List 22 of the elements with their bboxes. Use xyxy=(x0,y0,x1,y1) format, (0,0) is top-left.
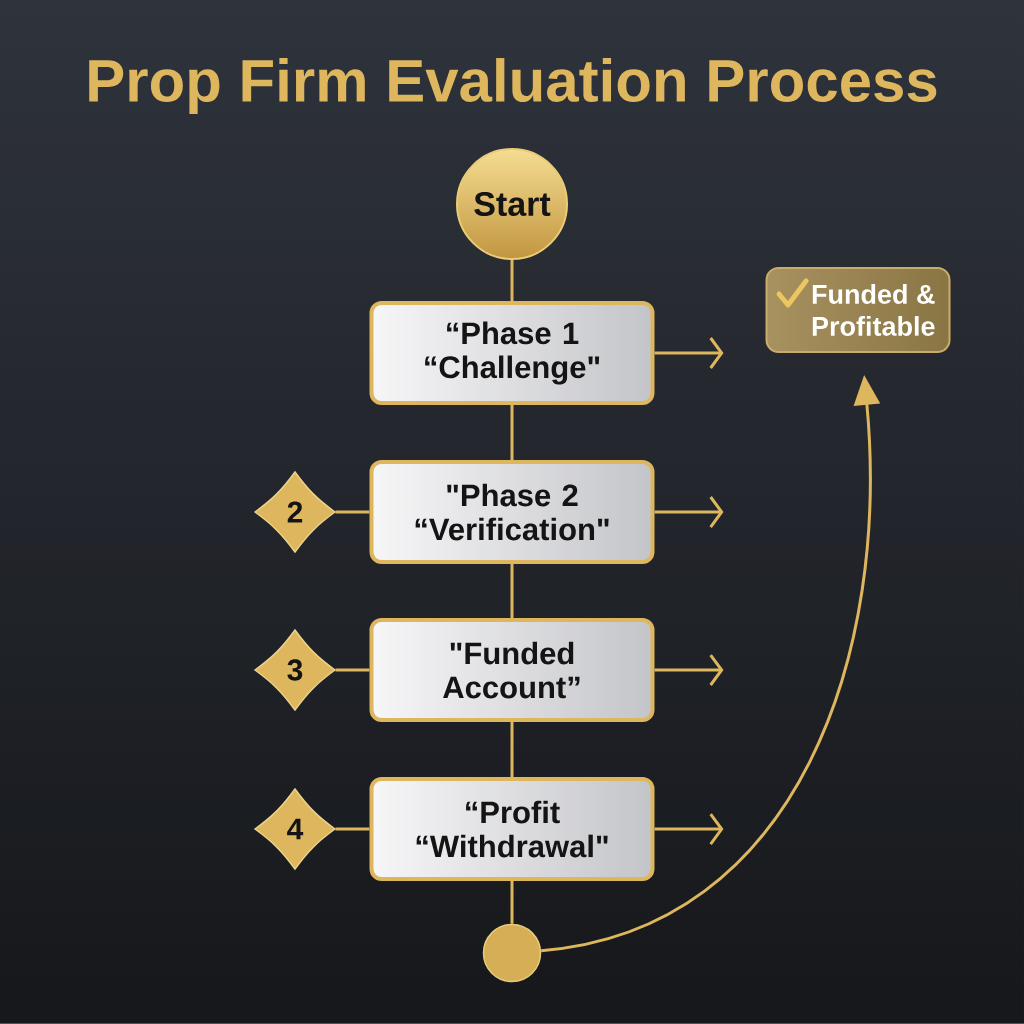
arrow xyxy=(654,654,724,686)
step-box: "Phase 2 “Verification" xyxy=(369,460,655,564)
connector-line xyxy=(335,668,370,672)
connector-line xyxy=(510,260,514,301)
connector-line xyxy=(335,827,370,831)
connector-line xyxy=(510,881,514,924)
step-box: “Phase 1 “Challenge" xyxy=(369,301,655,405)
step-number: 4 xyxy=(287,818,304,840)
connector-line xyxy=(510,722,514,777)
connector-line xyxy=(335,510,370,514)
arrow xyxy=(654,813,724,845)
step-box: “Profit “Withdrawal" xyxy=(369,777,655,881)
connector-line xyxy=(510,564,514,618)
step-number: 3 xyxy=(287,659,303,681)
end-circle xyxy=(482,923,542,983)
arrow xyxy=(654,496,724,528)
arrow xyxy=(654,337,724,369)
step-box: "Funded Account” xyxy=(369,618,655,722)
step-number: 2 xyxy=(287,501,303,523)
connector-line xyxy=(510,405,514,460)
title: Prop Firm Evaluation Process xyxy=(89,58,937,114)
result-box: Funded & Profitable xyxy=(765,267,951,353)
